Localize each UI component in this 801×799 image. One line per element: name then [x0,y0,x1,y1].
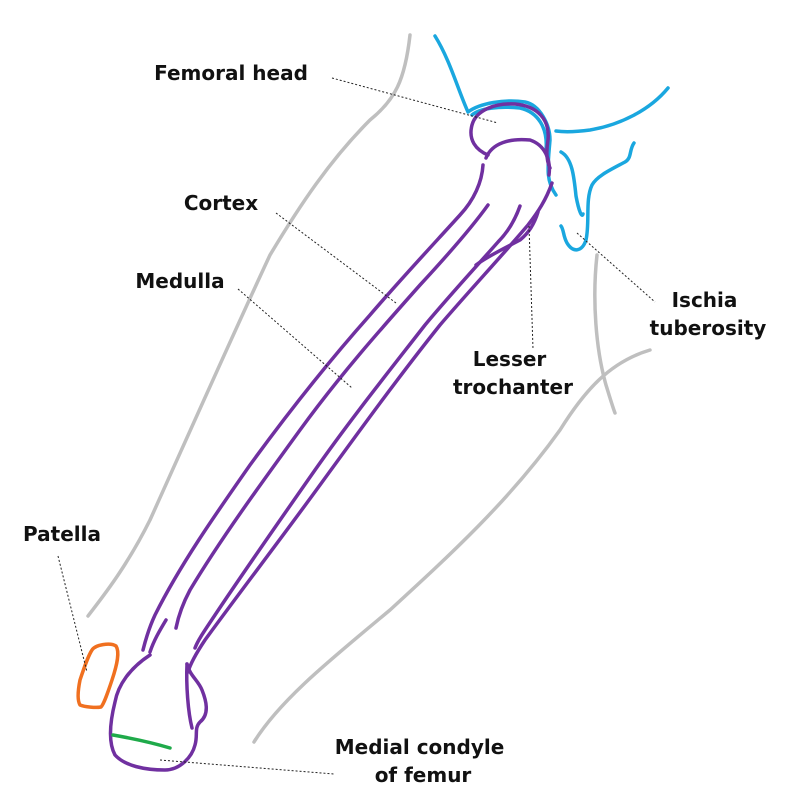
label-patella: Patella [23,522,101,546]
label-ischia-tuberosity-line1: Ischia [672,288,738,312]
label-medial-condyle-line2: of femur [375,763,472,787]
medial-cortex-inner [193,204,522,650]
label-medial-condyle: Medial condyle of femur [335,735,512,787]
femoral-neck-inner [484,137,552,177]
medial-condyle-line [111,733,172,750]
leader-femoral-head [331,77,499,124]
pelvis-iliac-line [433,34,558,197]
buttock-outline [593,253,617,415]
femur [108,102,554,772]
thigh-outline-lower [252,348,652,744]
labels: Femoral head Cortex Medulla Lesser troch… [23,61,766,787]
leader-lesser-trochanter [528,225,534,350]
lateral-cortex-inner [174,203,490,630]
label-lesser-trochanter-line2: trochanter [453,375,573,399]
leader-lines [57,77,656,775]
femoral-head-outline [469,102,552,170]
label-medial-condyle-line1: Medial condyle [335,735,505,759]
soft-tissue-outline [86,33,652,744]
patella-outline [76,642,120,710]
pubic-ramus [554,86,670,134]
leader-medial-condyle [159,759,335,775]
label-cortex: Cortex [184,191,258,215]
lateral-cortex-outer [141,163,485,652]
ischium-outline [559,150,585,217]
ischial-tuberosity-outline [559,141,636,252]
label-femoral-head: Femoral head [154,61,308,85]
label-lesser-trochanter-line1: Lesser [473,347,547,371]
leader-medulla [237,288,353,389]
pelvis [433,34,670,252]
medial-cortex-outer [186,181,554,674]
leader-patella [57,555,88,673]
label-medulla: Medulla [135,269,224,293]
label-ischia-tuberosity: Ischia tuberosity [650,288,767,340]
distal-femur-outline [108,653,208,772]
distal-inner-line [185,662,194,730]
label-ischia-tuberosity-line2: tuberosity [650,316,767,340]
leader-ischia-tuberosity [576,232,656,303]
leader-cortex [275,212,397,304]
thigh-outline-upper [86,33,412,618]
lesser-trochanter-outline [474,210,540,267]
label-lesser-trochanter: Lesser trochanter [453,347,573,399]
shaft-short-segment [148,618,168,654]
